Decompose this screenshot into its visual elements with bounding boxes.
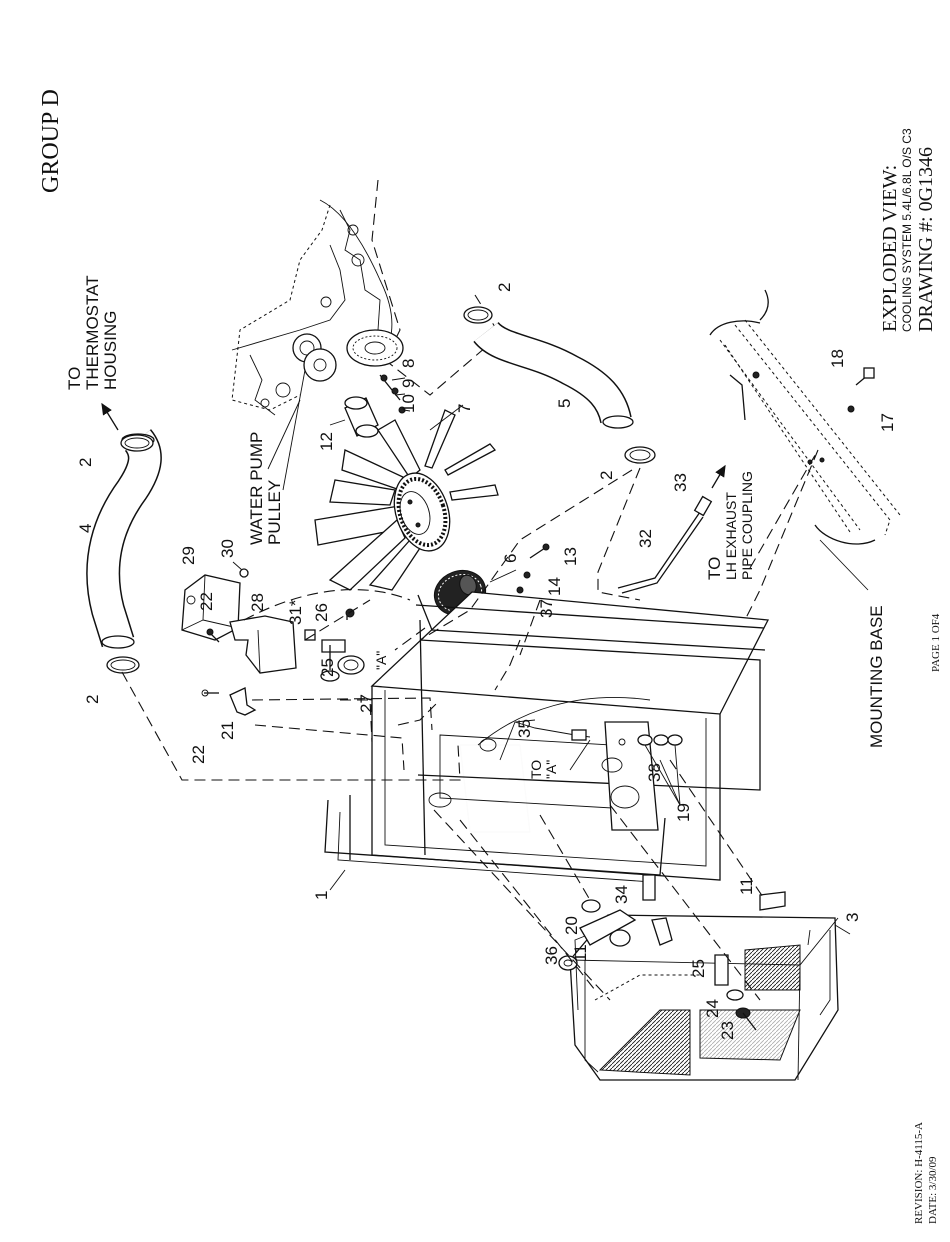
- callout-32: 32: [636, 529, 655, 548]
- callout-38: 38: [645, 763, 664, 782]
- callout-19: 19: [674, 803, 693, 822]
- callout-27: 27: [357, 694, 376, 713]
- label-exhaust-3: PIPE COUPLING: [739, 471, 755, 580]
- callout-11: 11: [571, 944, 590, 962]
- crankshaft-pulley: [346, 329, 404, 367]
- bracket-21: [229, 687, 257, 716]
- radiator-shroud-frame: [324, 591, 770, 883]
- callout-30: 30: [218, 539, 237, 558]
- subtitle: COOLING SYSTEM 5.4L/6.8L O/S C3: [900, 128, 914, 332]
- fan-bolt: [379, 374, 406, 414]
- title: EXPLODED VIEW:: [879, 165, 901, 332]
- callout-17: 17: [878, 413, 897, 432]
- group-label: GROUP D: [38, 89, 64, 193]
- bracket-28: [229, 615, 297, 674]
- callout-9: 9: [399, 379, 418, 388]
- callout-8: 8: [399, 359, 418, 368]
- callout-34: 34: [612, 885, 631, 904]
- label-exhaust-2: LH EXHAUST: [723, 492, 739, 580]
- callout-28: 28: [248, 593, 267, 612]
- radiator-core: [569, 914, 839, 1081]
- label-mounting-base: MOUNTING BASE: [867, 605, 886, 748]
- callout-2: 2: [597, 471, 616, 480]
- label-water-pump-2: PULLEY: [265, 480, 284, 545]
- radiator-fittings: [558, 874, 757, 1031]
- callout-25: 25: [318, 658, 337, 677]
- page-number: PAGE 1 OF4: [930, 613, 942, 672]
- callout-7: 7: [455, 404, 474, 413]
- callout-1: 1: [312, 891, 331, 900]
- mounting-base: [709, 289, 901, 545]
- callout-25: 25: [689, 959, 708, 978]
- callout-13: 13: [561, 547, 580, 566]
- callout-21: 21: [218, 721, 237, 740]
- label-exhaust-1: TO: [705, 557, 724, 580]
- base-bolt-18: [847, 367, 875, 413]
- hose-clamp-lower-bottom: [624, 446, 656, 464]
- callout-5: 5: [555, 399, 574, 408]
- exhaust-tube: [617, 464, 726, 594]
- label-to-thermostat-3: HOUSING: [101, 311, 120, 390]
- leader-lines: [232, 369, 869, 935]
- callout-35: 35: [515, 719, 534, 738]
- drain-line: [514, 721, 683, 746]
- callout-37: 37: [537, 599, 556, 618]
- hose-clamp-top: [120, 434, 154, 452]
- callout-22: 22: [197, 592, 216, 611]
- callout-26: 26: [312, 603, 331, 622]
- callout-3: 3: [843, 913, 862, 922]
- label-view-a: "A": [373, 651, 389, 670]
- hose-clamp-lower-top: [463, 306, 493, 324]
- label-to-a-2: "A": [543, 760, 559, 779]
- callout-12: 12: [317, 432, 336, 451]
- title-block: EXPLODED VIEW: COOLING SYSTEM 5.4L/6.8L …: [879, 128, 937, 332]
- drawing-number: DRAWING #: 0G1346: [915, 147, 937, 332]
- callout-20: 20: [562, 916, 581, 935]
- lower-radiator-hose: [473, 320, 634, 429]
- revision: REVISION: H-4115-A: [913, 1122, 925, 1224]
- hose-fittings-top: [304, 608, 365, 682]
- thermostat-arrow: [101, 402, 119, 431]
- callout-11: 11: [737, 877, 756, 895]
- label-water-pump-1: WATER PUMP: [247, 432, 266, 545]
- assembly-lines: [121, 449, 819, 1001]
- radiator-side-rail: [579, 891, 786, 946]
- fan-spacer: [344, 396, 379, 438]
- callout-18: 18: [828, 349, 847, 368]
- callout-2: 2: [495, 283, 514, 292]
- label-to-thermostat-2: THERMOSTAT: [83, 275, 102, 390]
- hose-clamp-bottom: [106, 656, 140, 674]
- label-to-thermostat-1: TO: [65, 367, 84, 390]
- callout-2: 2: [76, 458, 95, 467]
- screws-22: [201, 628, 220, 697]
- revision-date: DATE: 3/30/09: [927, 1156, 939, 1224]
- engine-block: [231, 179, 501, 416]
- callout-33: 33: [671, 473, 690, 492]
- upper-radiator-hose: [86, 429, 162, 649]
- callout-6: 6: [501, 554, 520, 563]
- callout-10: 10: [399, 394, 418, 413]
- callout-22: 22: [189, 745, 208, 764]
- callout-23: 23: [718, 1021, 737, 1040]
- callout-31: 31*: [286, 599, 305, 625]
- pulley-bolts: [516, 543, 550, 594]
- callout-29: 29: [179, 546, 198, 565]
- cooling-fan: [314, 409, 499, 591]
- callout-14: 14: [545, 577, 564, 596]
- callout-24: 24: [703, 999, 722, 1018]
- label-to-a-1: TO: [528, 760, 544, 779]
- callout-2: 2: [83, 695, 102, 704]
- callout-4: 4: [76, 524, 95, 533]
- callout-36: 36: [542, 946, 561, 965]
